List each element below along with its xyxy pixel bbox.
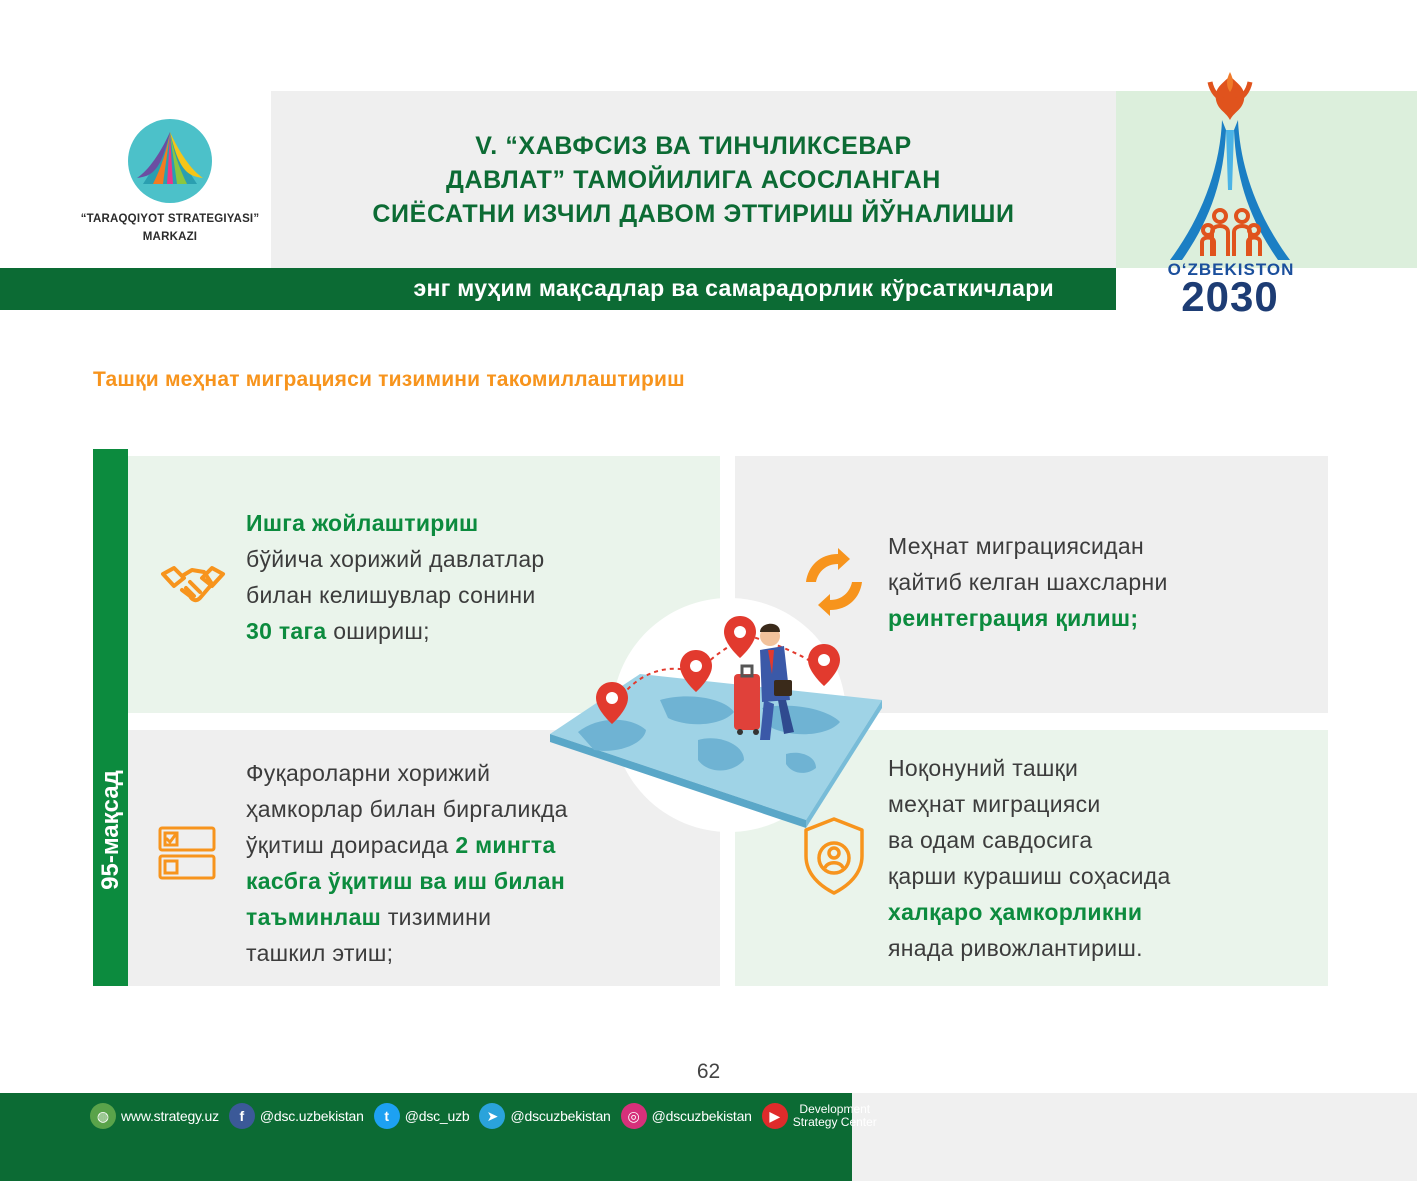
map-pin-icon — [596, 682, 628, 724]
card-employment-text: Ишга жойлаштириш бўйича хорижий давлатла… — [246, 505, 666, 649]
youtube-icon: ▶ — [761, 1103, 788, 1129]
instagram-text: @dscuzbekistan — [651, 1108, 752, 1124]
reintegration-bold: реинтеграция қилиш; — [888, 605, 1139, 631]
goal-card-training — [128, 730, 720, 986]
page-title: V. “ХАВФСИЗ ВА ТИНЧЛИКСЕВАР ДАВЛАТ” ТАМО… — [372, 131, 1015, 228]
youtube-text: Development Strategy Center — [793, 1103, 877, 1129]
instagram-icon: ◎ — [620, 1103, 647, 1129]
cooperation-line-b: меҳнат миграцияси — [888, 791, 1101, 817]
facebook-link[interactable]: f @dsc.uzbekistan — [228, 1103, 368, 1129]
shield-person-icon — [804, 817, 864, 895]
twitter-link[interactable]: t @dsc_uzb — [373, 1103, 474, 1129]
cooperation-line-d: қарши курашиш соҳасида — [888, 863, 1171, 889]
logo-word: O‘ZBEKISTON — [1167, 260, 1295, 279]
twitter-text: @dsc_uzb — [404, 1108, 470, 1124]
training-line-d: тизимини — [381, 904, 492, 930]
employment-line-c: ошириш; — [326, 618, 430, 644]
section-heading: Ташқи меҳнат миграцияси тизимини такомил… — [93, 368, 685, 391]
youtube-text-line2: Strategy Center — [792, 1115, 877, 1129]
youtube-link[interactable]: ▶ Development Strategy Center — [761, 1103, 877, 1129]
globe-icon: ◍ — [90, 1103, 116, 1129]
org-emblem-icon — [128, 119, 212, 203]
social-links: ◍ www.strategy.uz f @dsc.uzbekistan t @d… — [90, 1101, 877, 1131]
page-subtitle: энг муҳим мақсадлар ва самарадорлик кўрс… — [413, 275, 1054, 301]
checklist-icon — [158, 826, 216, 880]
cooperation-bold: халқаро ҳамкорликни — [888, 899, 1143, 925]
title-box: V. “ХАВФСИЗ ВА ТИНЧЛИКСЕВАР ДАВЛАТ” ТАМО… — [271, 91, 1116, 268]
website-text: www.strategy.uz — [121, 1108, 219, 1124]
logo-year: 2030 — [1181, 273, 1279, 320]
cooperation-line-c: ва одам савдосига — [888, 827, 1093, 853]
subtitle-bar: энг муҳим мақсадлар ва самарадорлик кўрс… — [0, 268, 1116, 310]
reintegration-line-a: Меҳнат миграциясидан — [888, 533, 1144, 559]
telegram-icon: ➤ — [479, 1103, 506, 1129]
footer-right-panel — [852, 1093, 1417, 1181]
traveller-figure — [734, 623, 794, 740]
training-bold-a: 2 мингта — [455, 832, 556, 858]
telegram-link[interactable]: ➤ @dscuzbekistan — [479, 1103, 614, 1129]
card-cooperation-text: Ноқонуний ташқи меҳнат миграцияси ва ода… — [888, 750, 1308, 966]
org-name: “TARAQQIYOT STRATEGIYASI” MARKAZI — [70, 210, 270, 246]
facebook-icon: f — [228, 1103, 255, 1129]
cooperation-line-a: Ноқонуний ташқи — [888, 755, 1079, 781]
youtube-text-line1: Development — [799, 1102, 871, 1116]
migration-map-illustration — [550, 616, 882, 828]
uzbekistan-2030-logo: O‘ZBEKISTON 2030 — [1160, 70, 1300, 320]
card-training-text: Фуқароларни хорижий ҳамкорлар билан бирг… — [246, 755, 676, 971]
website-link[interactable]: ◍ www.strategy.uz — [90, 1103, 223, 1129]
cycle-arrows-icon — [806, 548, 862, 616]
page-number: 62 — [696, 1060, 721, 1083]
tower-emblem-icon — [1170, 72, 1290, 260]
footer-bar — [0, 1093, 852, 1181]
training-line-c: ўқитиш доирасида — [246, 832, 456, 858]
cooperation-line-e: янада ривожлантириш. — [888, 935, 1143, 961]
instagram-link[interactable]: ◎ @dscuzbekistan — [620, 1103, 756, 1129]
card-reintegration-text: Меҳнат миграциясидан қайтиб келган шахсл… — [888, 528, 1308, 636]
employment-line-a: бўйича хорижий давлатлар — [246, 546, 545, 572]
org-name-line1: “TARAQQIYOT STRATEGIYASI” — [80, 213, 260, 225]
goal-label: 95-мақсад — [96, 769, 124, 890]
facebook-text: @dsc.uzbekistan — [259, 1108, 364, 1124]
goal-bar: 95-мақсад — [93, 449, 128, 986]
training-line-e: ташкил этиш; — [246, 940, 394, 966]
org-name-line2: MARKAZI — [142, 231, 198, 243]
employment-line-b: билан келишувлар сонини — [246, 582, 536, 608]
handshake-icon — [161, 566, 225, 603]
telegram-text: @dscuzbekistan — [510, 1108, 611, 1124]
employment-bold-head: Ишга жойлаштириш — [246, 510, 479, 536]
training-bold-b: касбга ўқитиш ва иш билан — [246, 868, 566, 894]
org-logo: “TARAQQIYOT STRATEGIYASI” MARKAZI — [70, 118, 270, 246]
employment-bold-number: 30 тага — [246, 618, 327, 644]
twitter-icon: t — [373, 1103, 400, 1129]
training-bold-c: таъминлаш — [246, 904, 382, 930]
reintegration-line-b: қайтиб келган шахсларни — [888, 569, 1168, 595]
training-line-a: Фуқароларни хорижий — [246, 760, 491, 786]
training-line-b: ҳамкорлар билан биргаликда — [246, 796, 568, 822]
